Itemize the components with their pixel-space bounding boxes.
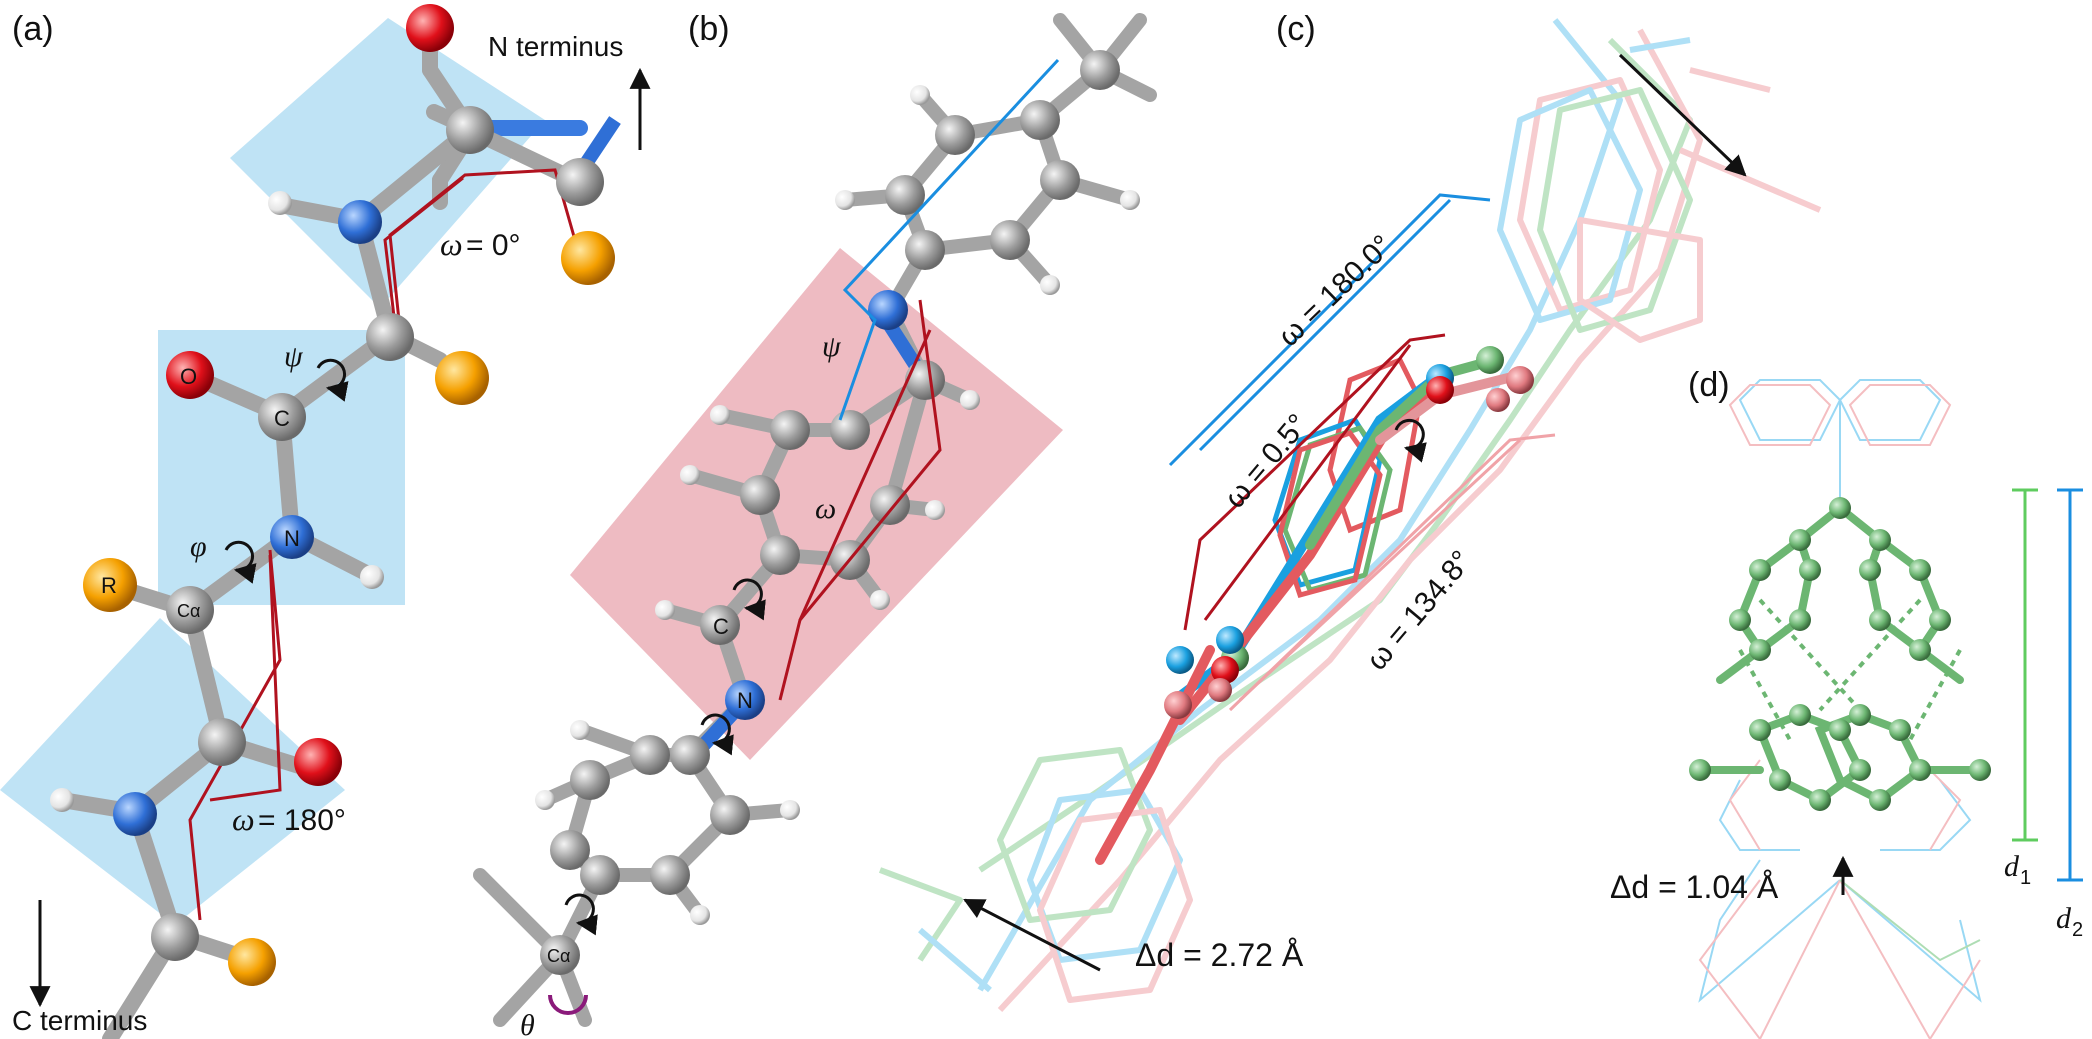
peptide-plane-bottom: [0, 618, 345, 925]
shift-arrow-top: [1618, 53, 1747, 177]
omega-red-label: ω = 0.5°: [1218, 408, 1315, 514]
rotation-arrows-b: [564, 578, 766, 936]
panel-c-label: (c): [1276, 10, 1316, 48]
atom-r-label: R: [101, 573, 117, 598]
panel-d: (d) Δd = 1.04 Å d 1 d 2: [1610, 366, 2083, 1039]
atom-ca-label-b: Cα: [547, 946, 570, 966]
delta-d-c: Δd = 2.72 Å: [1135, 937, 1304, 973]
omega-blue-label: ω = 180.0°: [1272, 229, 1399, 353]
atom-o-label: O: [180, 364, 197, 389]
distance-bars: [2012, 488, 2083, 882]
overlay-wireframes: [878, 18, 1822, 1013]
d1-symbol: d: [2004, 850, 2020, 883]
omega-top-value: = 0°: [466, 229, 521, 262]
omega-symbol-b: ω: [815, 492, 836, 525]
theta-arc: [548, 994, 588, 1015]
d2-symbol: d: [2056, 902, 2072, 935]
dihedral-lines-c: [1168, 193, 1556, 712]
psi-symbol-b: ψ: [822, 330, 842, 363]
omega-symbol-bottom: ω: [232, 801, 255, 837]
panel-c: (c) ω = 180.0° ω = 0.5° ω = 134.8° Δd = …: [878, 10, 1822, 1013]
delta-d-d: Δd = 1.04 Å: [1610, 869, 1779, 905]
atom-c-label: C: [274, 406, 290, 431]
c-terminus-label: C terminus: [12, 1005, 147, 1036]
atoms-panel-b: [535, 50, 1140, 975]
omega-bottom-value: = 180°: [258, 804, 346, 837]
panel-b: (b) ψ ω θ C N Cα: [473, 10, 1157, 1039]
atom-n-label-b: N: [737, 688, 753, 713]
panel-a: (a) N terminus C terminus ω = 0° ω = 180…: [0, 4, 651, 1039]
atoms-panel-a: [50, 4, 615, 986]
d2-subscript: 2: [2072, 919, 2083, 941]
omega-symbol-top: ω: [440, 226, 463, 262]
shift-arrow-bottom: [963, 898, 1101, 972]
green-molecule-atoms: [1689, 497, 1991, 811]
atom-n-label: N: [284, 526, 300, 551]
panel-d-label: (d): [1688, 366, 1730, 404]
theta-symbol: θ: [520, 1009, 535, 1039]
psi-symbol-a: ψ: [284, 340, 304, 373]
phi-symbol-a: φ: [190, 530, 207, 563]
panel-b-label: (b): [688, 10, 730, 48]
panel-a-label: (a): [12, 10, 54, 48]
atom-ca-label: Cα: [177, 601, 200, 621]
central-atoms-c: [1164, 346, 1534, 719]
peptide-plane-top: [230, 18, 545, 308]
rotation-arrows-a: [224, 358, 349, 584]
rotation-arrow-c: [1394, 418, 1427, 463]
green-dashed-contacts: [1738, 598, 1962, 741]
overlay-wireframes-d: [1698, 379, 1982, 1039]
atom-c-label-b: C: [713, 614, 729, 639]
n-terminus-label: N terminus: [488, 31, 623, 62]
d1-subscript: 1: [2020, 867, 2031, 889]
dihedral-lines-b: [778, 58, 1060, 701]
